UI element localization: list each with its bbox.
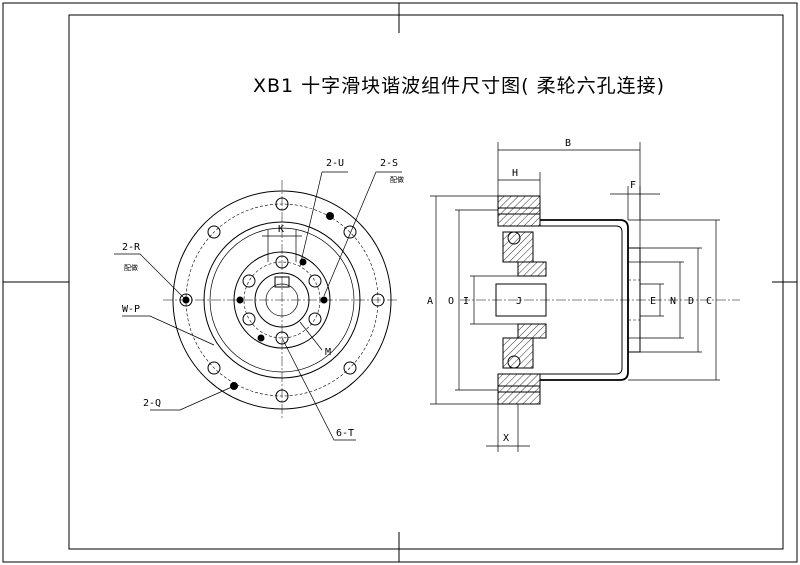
label-2q: 2-Q (143, 398, 161, 409)
circular-spline-top (497, 195, 541, 227)
label-2s-note: 配做 (390, 175, 404, 184)
label-d: D (688, 296, 694, 307)
keyway (274, 276, 290, 288)
label-o: O (448, 296, 454, 307)
bearing-ball-bottom (507, 355, 521, 369)
output-hub (627, 247, 641, 353)
leader-2q (150, 385, 235, 411)
outer-bolt-hole (179, 293, 193, 307)
label-2s: 2-S (380, 158, 398, 169)
leader-6t (281, 337, 356, 441)
label-a: A (427, 296, 433, 307)
circular-spline-bottom (497, 373, 541, 405)
bearing-ball-top (507, 231, 521, 245)
input-shaft (495, 283, 547, 317)
wave-gen-top (502, 231, 534, 263)
label-c: C (706, 296, 712, 307)
outer-bolt-hole (207, 225, 221, 239)
six-hole-t (275, 255, 289, 269)
leader-2u (299, 171, 348, 267)
label-6t: 6-T (336, 428, 354, 439)
cross-slider-bottom (517, 323, 547, 339)
outer-bolt-hole (275, 389, 289, 403)
small-hole-r (236, 296, 244, 304)
wave-gen-bottom (502, 337, 534, 369)
small-hole-s (320, 296, 328, 304)
outer-bolt-hole (371, 293, 385, 307)
label-k: K (278, 224, 284, 235)
flexspline-cup-inner (540, 225, 623, 375)
label-f: F (630, 180, 636, 191)
label-b: B (565, 138, 571, 149)
outer-bolt-hole (275, 197, 289, 211)
label-e: E (650, 296, 656, 307)
label-2u: 2-U (326, 158, 344, 169)
six-hole-t (275, 331, 289, 345)
small-hole-m (257, 334, 265, 342)
six-hole-t (242, 312, 256, 326)
flexspline-outer-circle (203, 221, 361, 379)
pin-hole-s (326, 212, 334, 220)
label-2r: 2-R (122, 242, 141, 253)
leader-m (299, 321, 323, 351)
label-x: X (503, 433, 509, 444)
flexspline-inner-circle (209, 227, 355, 373)
leader-2s (323, 171, 402, 297)
leader-wp (122, 315, 215, 346)
label-2r-note: 配做 (124, 263, 138, 272)
six-hole-pitch-circle (243, 261, 321, 339)
six-hole-t (242, 274, 256, 288)
side-view: J B H F A O I E (427, 138, 740, 452)
label-wp: W-P (122, 304, 140, 315)
outer-bolt-hole (343, 225, 357, 239)
drawing-title: XB1 十字滑块谐波组件尺寸图( 柔轮六孔连接) (253, 75, 665, 97)
label-n: N (670, 296, 676, 307)
label-j: J (516, 296, 522, 307)
bore-circle (265, 283, 299, 317)
front-view: K 2-U 2-S 配做 2-R 配做 W-P 2-Q 6-T M (114, 158, 404, 441)
cross-slider-circle (233, 251, 331, 349)
outer-bolt-hole (207, 361, 221, 375)
label-h: H (512, 168, 518, 179)
tooth-zone-top (497, 207, 541, 215)
outer-flange-circle (172, 190, 392, 410)
label-i: I (463, 296, 469, 307)
outer-bolt-hole (343, 361, 357, 375)
label-m: M (325, 347, 331, 358)
bore-outer-circle (254, 272, 310, 328)
tooth-zone-bottom (497, 385, 541, 393)
six-hole-t (308, 312, 322, 326)
six-hole-t (308, 274, 322, 288)
leader-2r (114, 253, 187, 301)
cross-slider-top (517, 261, 547, 277)
